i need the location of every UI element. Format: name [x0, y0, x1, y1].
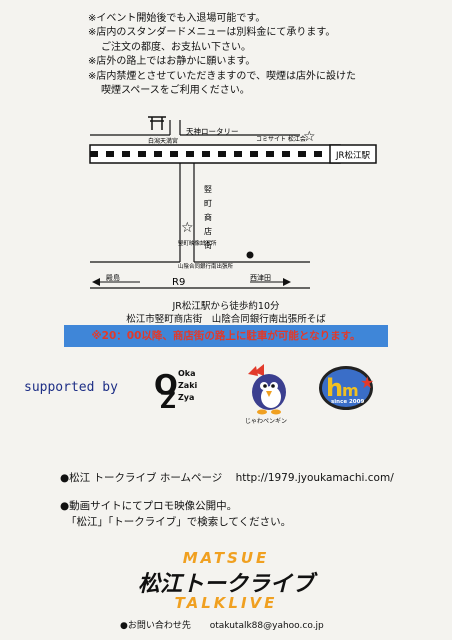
arrow-right-icon [250, 278, 291, 286]
okazakiya-line: Zaki [178, 381, 198, 390]
arrow-left-icon [92, 278, 140, 286]
contact-email[interactable]: otakutalk88@yahoo.co.jp [209, 621, 324, 631]
logo-bottom: TALKLIVE [174, 594, 278, 612]
east-label: 西津田 [250, 274, 271, 282]
route-label: R9 [172, 277, 185, 288]
west-label: 殿島 [106, 273, 120, 282]
logo-middle: 松江トークライブ [137, 571, 314, 597]
access-line2: 松江市竪町商店街 山陰合同銀行南出張所そば [126, 314, 326, 325]
svg-text:★: ★ [360, 373, 374, 392]
contact-label: ●お問い合わせ先 [120, 621, 191, 631]
svg-text:h: h [326, 374, 343, 402]
okazakiya-text: Oka Zaki Zya [178, 368, 197, 404]
notice-item: ご注文の都度、お支払い下さい。 [101, 41, 251, 53]
supported-by-label: supported by [24, 380, 118, 395]
bank-label: 山陰合同銀行南出張所 [178, 262, 234, 270]
rotary-label: 天神ロータリー [186, 126, 239, 136]
notice-item: ※店内禁煙とさせていただきますので、喫煙は店外に設けた [88, 70, 356, 82]
penguin-icon [248, 364, 286, 415]
okazakiya-line: Oka [178, 369, 196, 378]
venue-label: 竪町映像試写所 [178, 239, 217, 247]
sponsor-logo-3: h m ★ since 2009 [318, 364, 376, 412]
station-label: JR松江駅 [335, 150, 370, 161]
video-line2: 「松江」「トークライブ」で検索してください。 [66, 516, 292, 528]
penguin-caption: じゃわペンギン [244, 418, 287, 425]
access-line1: JR松江駅から徒歩約10分 [172, 301, 280, 312]
homepage-url[interactable]: http://1979.jyoukamachi.com/ [235, 472, 394, 484]
torii-icon [148, 116, 166, 130]
svg-text:O: O [154, 368, 178, 401]
star-icon: ☆ [303, 129, 316, 145]
svg-text:Z: Z [160, 389, 176, 410]
star-icon: ☆ [181, 220, 194, 236]
homepage-line: ●松江 トークライブ ホームページ http://1979.jyoukamach… [60, 470, 394, 485]
notice-item: ※店外の路上ではお静かに願います。 [88, 56, 256, 68]
penguin-logo: じゃわペンギン [236, 364, 296, 426]
notice-list: ※イベント開始後でも入退場可能です。 ※店内のスタンダードメニューは別料金にて承… [88, 12, 428, 98]
okazakiya-mark: O Z [154, 368, 178, 414]
shrine-label: 白潟天満宮 [148, 137, 178, 145]
svg-text:m: m [342, 381, 359, 400]
notice-item: ※店内のスタンダードメニューは別料金にて承ります。 [88, 27, 336, 39]
bank-marker [246, 251, 254, 259]
access-map: JR松江駅 白潟天満宮 天神ロータリー コミサイト 松江会 ☆ 竪 町 商 店 … [89, 116, 377, 289]
notice-item: ※イベント開始後でも入退場可能です。 [88, 13, 266, 24]
contact-line: ●お問い合わせ先 otakutalk88@yahoo.co.jp [120, 618, 324, 631]
sponsor-logo-3-text: since 2009 [331, 399, 365, 405]
logo-top: MATSUE [182, 549, 270, 567]
railway-track [89, 144, 341, 164]
notice-item: 喫煙スペースをご利用ください。 [101, 85, 250, 97]
okazakiya-line: Zya [178, 393, 195, 402]
video-line1: ●動画サイトにてプロモ映像公開中。 [60, 500, 238, 512]
parking-banner: ※20：00以降、商店街の路上に駐車が可能となります。 [64, 325, 388, 347]
community-label: コミサイト 松江会 [256, 135, 306, 143]
station-box [329, 144, 377, 164]
okazakiya-logo: O Z Oka Zaki Zya [152, 366, 212, 414]
street-label: 竪 町 商 店 街 [204, 185, 215, 250]
sponsor-emblem: h m ★ [319, 366, 374, 410]
homepage-label: ●松江 トークライブ ホームページ [60, 472, 223, 484]
